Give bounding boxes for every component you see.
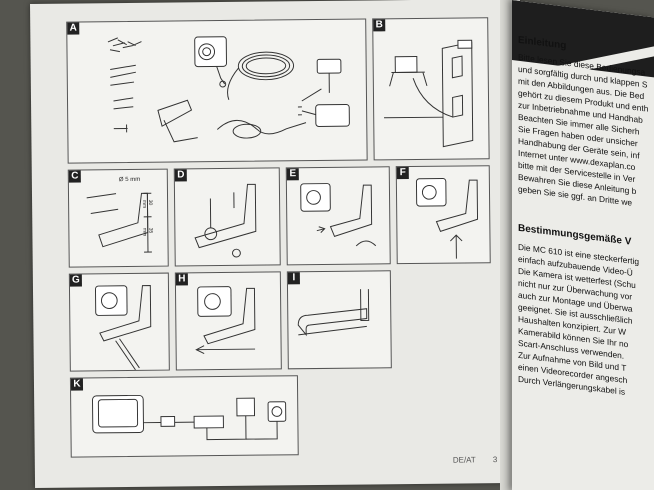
dimension-30mm-label: 30 mm — [141, 199, 154, 209]
bracket-mounting-illustration — [194, 183, 257, 258]
camera-rotate-illustration — [195, 286, 256, 354]
panel-d: D — [173, 167, 281, 267]
page-number: 3 — [492, 455, 498, 465]
components-illustration — [107, 36, 350, 143]
dimension-35mm-label: 35 mm — [141, 227, 154, 237]
av-cable-icon — [216, 119, 307, 135]
bracket-icon — [99, 285, 152, 342]
panel-h: H — [174, 271, 282, 371]
nut-icon — [232, 248, 241, 258]
panel-c: C Ø 5 mm 30 mm 35 mm — [67, 168, 169, 268]
scart-adapter-icon — [160, 416, 176, 427]
wall-icon — [441, 41, 474, 148]
panel-i: I — [286, 270, 392, 370]
power-adapter-icon — [236, 397, 256, 417]
receiver-icon — [193, 415, 224, 429]
cable-coil-icon — [237, 51, 295, 81]
bracket-icon — [435, 179, 479, 232]
camera-icon — [94, 285, 128, 316]
panel-f: F — [395, 165, 491, 265]
right-page: Einleitung Bitte lesen Sie diese Bedienu… — [512, 0, 654, 490]
panel-k: K — [69, 375, 299, 458]
system-connection-illustration — [92, 394, 287, 441]
left-page: A — [30, 0, 526, 488]
arrow-icon — [316, 226, 326, 233]
house-installation-illustration — [384, 39, 474, 148]
camera-attach-illustration — [300, 183, 377, 247]
cable-icon — [115, 338, 140, 371]
bracket-icon — [329, 184, 373, 238]
bolt-icon — [113, 124, 128, 133]
bracket-icon — [203, 287, 256, 345]
bracket-icon — [297, 308, 368, 337]
drill-diameter-label: Ø 5 mm — [118, 176, 141, 184]
monitor-icon — [394, 56, 418, 73]
panel-g: G — [68, 272, 170, 372]
receiver-icon — [316, 58, 342, 74]
camera-icon — [197, 286, 232, 317]
camera-aligned-illustration — [94, 285, 152, 371]
tv-icon — [92, 394, 144, 434]
camera-icon — [415, 177, 447, 207]
panel-a: A — [66, 18, 368, 164]
bracket-icon — [157, 99, 193, 127]
drilling-dimensions-illustration — [86, 192, 152, 253]
panel-e: E — [285, 166, 391, 266]
support-bracket-illustration — [297, 289, 370, 337]
screw-icon — [110, 64, 136, 86]
screws-pile-icon — [107, 37, 142, 53]
dowel-icon — [113, 97, 134, 110]
power-adapter-icon — [315, 103, 350, 127]
footer-language: DE/AT — [452, 455, 476, 465]
camera-icon — [267, 401, 287, 422]
cable-connect-illustration — [415, 177, 479, 259]
camera-icon — [300, 183, 331, 212]
panel-b: B — [372, 17, 490, 161]
screw-icon — [86, 193, 119, 214]
bracket-icon — [194, 183, 257, 249]
